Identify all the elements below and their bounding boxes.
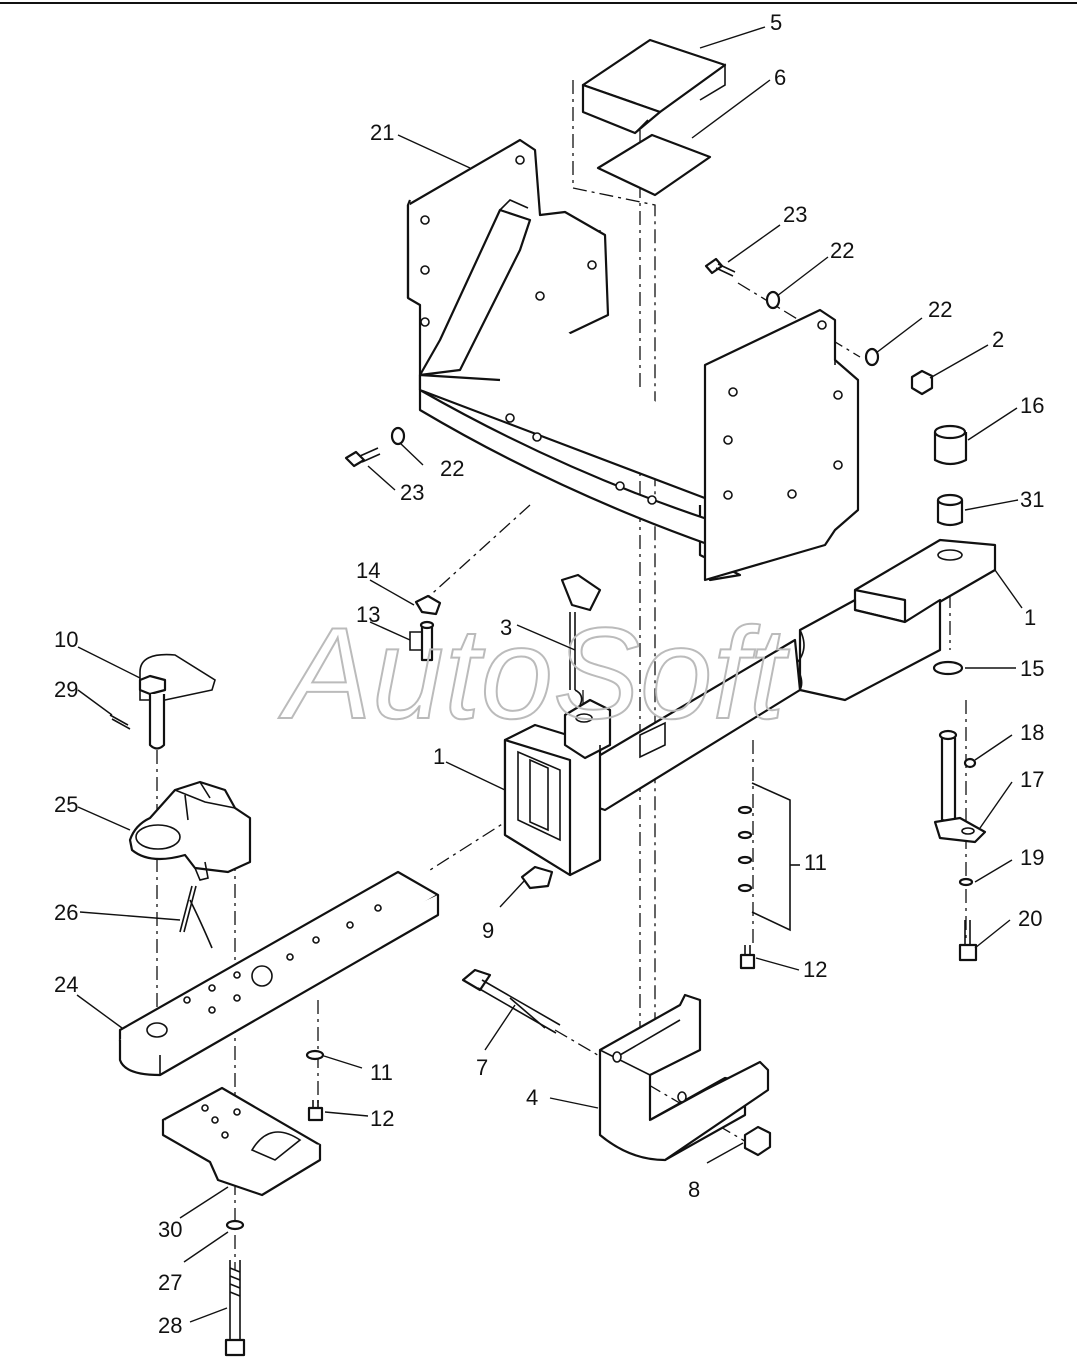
part-11-washer-lower — [305, 1049, 325, 1061]
part-2-nut — [910, 369, 934, 396]
callout-label: 12 — [370, 1106, 394, 1131]
leader-lines — [76, 26, 1023, 1323]
watermark: AutoSoft — [278, 600, 790, 746]
callout-label: 22 — [440, 456, 464, 481]
callout-label: 22 — [830, 238, 854, 263]
callout-label: 22 — [928, 297, 952, 322]
part-31-bushing — [936, 493, 964, 527]
callout-label: 31 — [1020, 487, 1044, 512]
part-19-washer — [958, 877, 974, 887]
callout-label: 23 — [400, 480, 424, 505]
callout-label: 4 — [526, 1085, 538, 1110]
part-5-top-channel — [581, 38, 727, 135]
part-12-bolt-right — [739, 945, 756, 970]
callout-label: 21 — [370, 120, 394, 145]
part-8-nut — [743, 1125, 772, 1157]
callout-label: 29 — [54, 677, 78, 702]
callout-label: 1 — [433, 744, 445, 769]
part-11-washer-stack — [737, 782, 800, 932]
callout-label: 27 — [158, 1270, 182, 1295]
callout-label: 26 — [54, 900, 78, 925]
part-13-pin — [409, 620, 435, 662]
part-7-long-bolt — [461, 968, 561, 1034]
callout-label: 9 — [482, 918, 494, 943]
part-28-long-bolt — [224, 1260, 246, 1357]
callout-label: 24 — [54, 972, 78, 997]
part-16-bushing — [933, 424, 968, 466]
callout-label: 10 — [54, 627, 78, 652]
callout-label: 12 — [803, 957, 827, 982]
callout-labels: 5 6 21 23 22 22 2 16 31 1 15 18 17 19 20… — [54, 10, 1044, 1338]
callout-label: 18 — [1020, 720, 1044, 745]
part-23-bolt-upper — [704, 257, 736, 277]
part-4-u-bracket — [598, 993, 770, 1162]
callout-label: 16 — [1020, 393, 1044, 418]
callout-label: 6 — [774, 65, 786, 90]
part-1-hitch-bar-left — [503, 638, 802, 877]
callout-label: 19 — [1020, 845, 1044, 870]
part-23-bolt-lower — [344, 447, 381, 468]
part-27-washer — [225, 1219, 245, 1231]
callout-label: 11 — [804, 850, 827, 875]
part-15-washer — [932, 660, 964, 676]
callout-label: 28 — [158, 1313, 182, 1338]
part-30-plate — [161, 1086, 322, 1197]
callout-label: 2 — [992, 327, 1004, 352]
callout-label: 20 — [1018, 906, 1042, 931]
part-14-clip — [414, 594, 442, 616]
part-22-washer-a — [765, 290, 781, 310]
callout-label: 25 — [54, 792, 78, 817]
callout-label: 11 — [370, 1060, 393, 1085]
part-17-pin — [933, 729, 987, 844]
part-22-washer-b — [864, 347, 880, 367]
part-29-cotter-pin — [109, 714, 131, 730]
part-21-main-bracket — [406, 138, 860, 582]
callout-label: 13 — [356, 602, 380, 627]
part-12-bolt-left — [307, 1100, 324, 1122]
part-3-lynch-pin — [560, 573, 602, 706]
part-20-bolt — [958, 920, 978, 962]
callout-label: 3 — [500, 615, 512, 640]
callout-label: 7 — [476, 1055, 488, 1080]
part-26-safety-pin — [179, 885, 213, 949]
part-24-drawbar — [118, 870, 440, 1077]
part-22-washer-c — [390, 426, 406, 446]
callout-label: 5 — [770, 10, 782, 35]
part-6-plate — [596, 133, 712, 197]
part-25-hitch-jaw — [128, 780, 252, 881]
part-9-keeper — [520, 865, 554, 890]
callout-label: 1 — [1024, 605, 1036, 630]
part-18-cap — [963, 757, 977, 769]
callout-label: 17 — [1020, 767, 1044, 792]
callout-label: 30 — [158, 1217, 182, 1242]
callout-label: 23 — [783, 202, 807, 227]
callout-label: 14 — [356, 558, 380, 583]
part-1-hitch-bar-right — [793, 538, 997, 702]
part-10-clevis-pin — [138, 653, 216, 750]
callout-label: 15 — [1020, 656, 1044, 681]
callout-label: 8 — [688, 1177, 700, 1202]
